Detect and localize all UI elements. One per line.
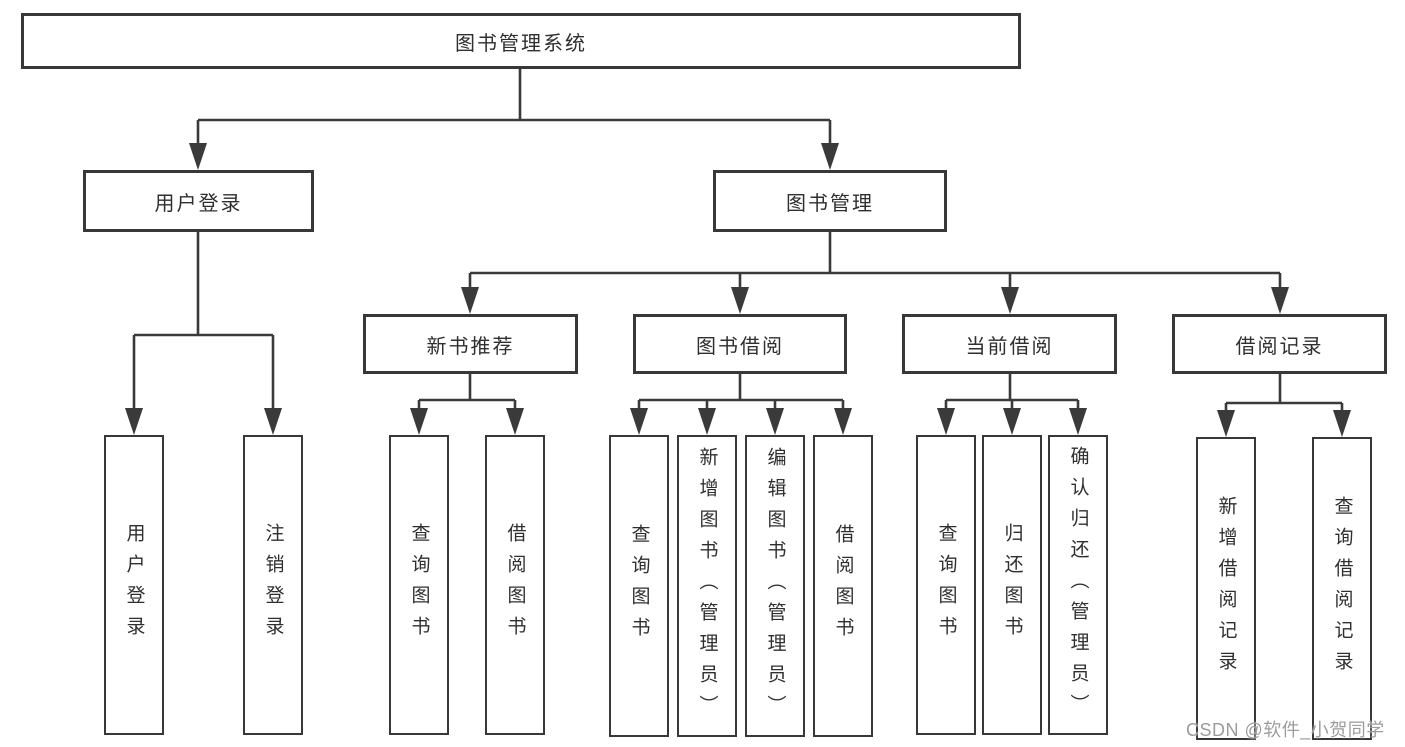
leaf-add-book-admin: 新增图书（管理员） [677,435,737,737]
leaf-edit-book-admin: 编辑图书（管理员） [745,435,805,737]
leaf-query-books-current: 查询图书 [916,435,976,735]
node-book-borrowing: 图书借阅 [633,314,847,374]
leaf-user-login: 用户登录 [104,435,164,735]
node-label: 图书借阅 [696,335,784,358]
arrowheads [125,143,1351,437]
leaf-add-borrow-record: 新增借阅记录 [1196,437,1256,740]
leaf-query-books-recommend: 查询图书 [389,435,449,735]
node-user-login: 用户登录 [83,170,314,232]
leaf-label: 确认归还（管理员） [1067,445,1089,725]
tree-edges [132,69,1344,412]
leaf-borrow-books: 借阅图书 [813,435,873,737]
leaf-label: 编辑图书（管理员） [764,446,786,726]
leaf-label: 查询图书 [935,523,957,647]
node-borrowing-records: 借阅记录 [1172,314,1387,374]
leaf-borrow-books-recommend: 借阅图书 [485,435,545,735]
node-new-book-recommend: 新书推荐 [363,314,578,374]
node-library-management-system: 图书管理系统 [21,13,1021,69]
leaf-query-books-borrow: 查询图书 [609,435,669,737]
leaf-label: 查询借阅记录 [1331,495,1353,682]
leaf-label: 借阅图书 [504,523,526,647]
node-book-management: 图书管理 [713,170,947,232]
watermark-text: CSDN @软件_小贺同学 [1186,720,1385,740]
leaf-label: 用户登录 [123,523,145,647]
leaf-logout: 注销登录 [243,435,303,735]
node-label: 当前借阅 [965,335,1054,358]
node-current-borrowing: 当前借阅 [902,314,1117,374]
leaf-label: 查询图书 [628,524,650,648]
leaf-confirm-return-admin: 确认归还（管理员） [1048,435,1108,735]
node-label: 借阅记录 [1235,335,1324,358]
node-label: 用户登录 [154,192,243,215]
leaf-return-book: 归还图书 [982,435,1042,735]
leaf-label: 归还图书 [1001,523,1023,647]
node-label: 图书管理 [786,192,874,215]
leaf-query-borrow-record: 查询借阅记录 [1312,437,1372,740]
leaf-label: 新增图书（管理员） [696,446,718,726]
leaf-label: 查询图书 [408,523,430,647]
leaf-label: 借阅图书 [832,524,854,648]
node-label: 新书推荐 [426,335,515,358]
leaf-label: 新增借阅记录 [1215,495,1237,682]
leaf-label: 注销登录 [262,523,284,647]
node-label: 图书管理系统 [455,32,587,55]
